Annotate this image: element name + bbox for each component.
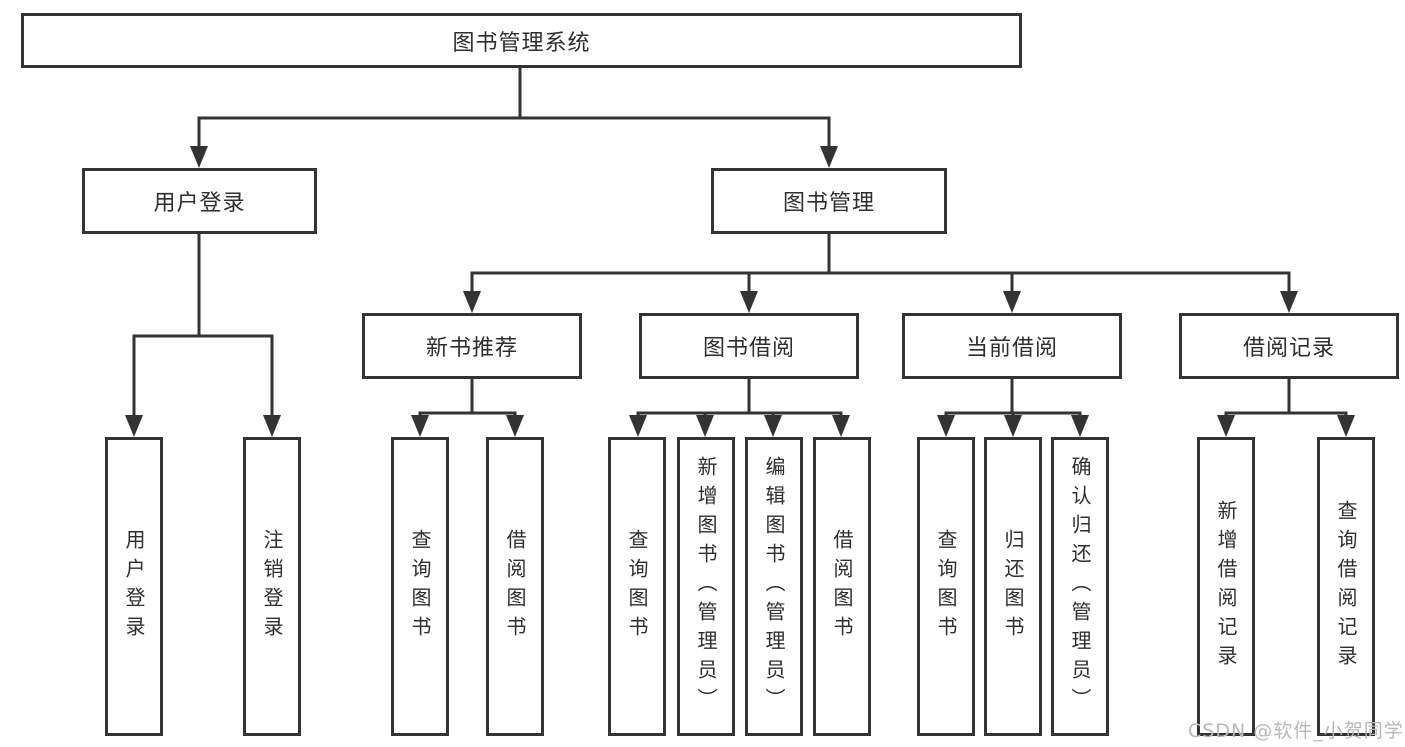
node-leaf-user-login: 用户登录 [105, 437, 163, 736]
node-book-management: 图书管理 [711, 168, 947, 234]
node-br-add-record: 新增借阅记录 [1197, 437, 1255, 736]
node-bb-query-books: 查询图书 [608, 437, 666, 736]
arrow-down-icon [1280, 291, 1298, 313]
node-bb-add-books: 新增图书（管理员） [677, 437, 735, 736]
arrow-down-icon [506, 415, 524, 437]
node-root: 图书管理系统 [21, 13, 1022, 68]
node-bb-borrow-books: 借阅图书 [813, 437, 871, 736]
node-bb-edit-books: 编辑图书（管理员） [745, 437, 803, 736]
arrow-down-icon [820, 146, 838, 168]
arrow-down-icon [764, 415, 782, 437]
arrow-down-icon [696, 415, 714, 437]
arrow-down-icon [1217, 415, 1235, 437]
node-current-borrow: 当前借阅 [902, 313, 1122, 379]
arrow-down-icon [463, 291, 481, 313]
node-rec-query-books: 查询图书 [391, 437, 449, 736]
node-user-login: 用户登录 [82, 168, 317, 234]
arrow-down-icon [190, 146, 208, 168]
node-cb-return-books: 归还图书 [984, 437, 1042, 736]
arrow-down-icon [629, 415, 647, 437]
node-borrow-records: 借阅记录 [1179, 313, 1399, 379]
node-br-query-record: 查询借阅记录 [1317, 437, 1375, 736]
arrow-down-icon [125, 415, 143, 437]
arrow-down-icon [263, 415, 281, 437]
arrow-down-icon [1004, 415, 1022, 437]
arrow-down-icon [1071, 415, 1089, 437]
node-book-borrow: 图书借阅 [639, 313, 859, 379]
node-cb-confirm-return: 确认归还（管理员） [1051, 437, 1109, 736]
arrow-down-icon [1337, 415, 1355, 437]
node-cb-query-books: 查询图书 [917, 437, 975, 736]
node-rec-borrow-books: 借阅图书 [486, 437, 544, 736]
arrow-down-icon [740, 291, 758, 313]
arrow-down-icon [411, 415, 429, 437]
arrow-down-icon [832, 415, 850, 437]
node-new-book-recommend: 新书推荐 [362, 313, 582, 379]
arrow-down-icon [1003, 291, 1021, 313]
arrow-down-icon [937, 415, 955, 437]
node-leaf-logout: 注销登录 [243, 437, 301, 736]
arrowheads [125, 146, 1355, 437]
watermark: CSDN @软件_小贺同学 [1188, 720, 1404, 742]
